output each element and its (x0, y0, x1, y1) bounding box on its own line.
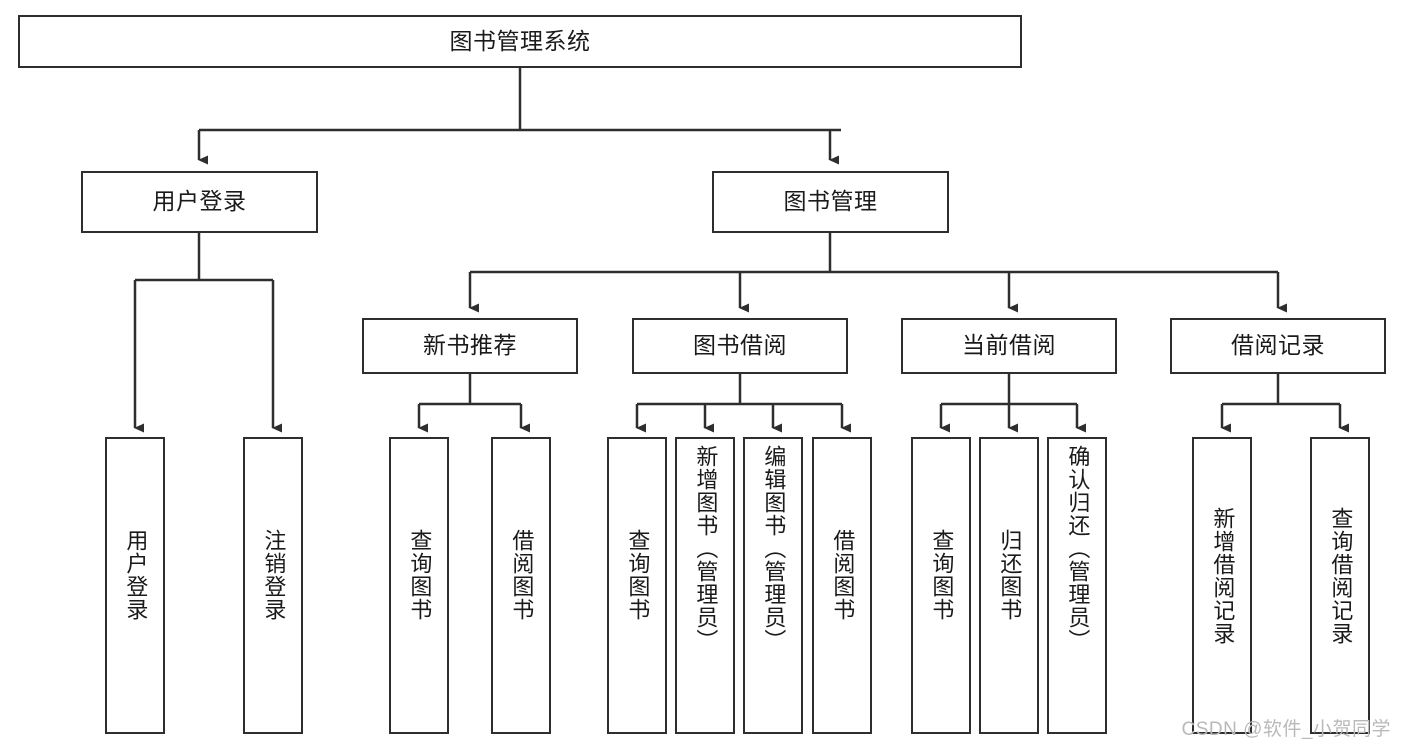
node-borrow-record[interactable]: 借阅记录 (1170, 318, 1386, 374)
node-root[interactable]: 图书管理系统 (18, 15, 1022, 68)
node-book-borrow-label: 图书借阅 (693, 332, 787, 359)
node-book-borrow[interactable]: 图书借阅 (632, 318, 848, 374)
node-leaf-query-book-3-label: 查询图书 (929, 529, 955, 621)
node-new-book-rec[interactable]: 新书推荐 (362, 318, 578, 374)
node-leaf-return-book-label: 归还图书 (997, 529, 1023, 621)
node-leaf-query-book-2[interactable]: 查询图书 (607, 437, 667, 734)
node-current-borrow[interactable]: 当前借阅 (901, 318, 1117, 374)
node-leaf-logout[interactable]: 注销登录 (243, 437, 303, 734)
node-leaf-edit-book[interactable]: 编辑图书（管理员） (743, 437, 803, 734)
node-leaf-borrow-book-1[interactable]: 借阅图书 (491, 437, 551, 734)
node-borrow-record-label: 借阅记录 (1231, 332, 1325, 359)
node-leaf-borrow-book-2[interactable]: 借阅图书 (812, 437, 872, 734)
node-root-label: 图书管理系统 (449, 27, 591, 54)
node-leaf-confirm-return-label: 确认归还（管理员） (1065, 445, 1091, 652)
node-leaf-add-record-label: 新增借阅记录 (1210, 507, 1236, 645)
node-leaf-query-book-1-label: 查询图书 (407, 529, 433, 621)
node-book-manage[interactable]: 图书管理 (712, 171, 949, 233)
node-leaf-borrow-book-1-label: 借阅图书 (509, 529, 535, 621)
node-book-manage-label: 图书管理 (783, 188, 878, 215)
node-leaf-confirm-return[interactable]: 确认归还（管理员） (1047, 437, 1107, 734)
node-leaf-user-login[interactable]: 用户登录 (105, 437, 165, 734)
node-leaf-query-book-3[interactable]: 查询图书 (911, 437, 971, 734)
node-leaf-query-record-label: 查询借阅记录 (1328, 507, 1354, 645)
node-leaf-user-login-label: 用户登录 (123, 529, 149, 621)
node-leaf-add-book-label: 新增图书（管理员） (693, 445, 719, 652)
node-leaf-query-book-1[interactable]: 查询图书 (389, 437, 449, 734)
node-leaf-logout-label: 注销登录 (261, 529, 287, 621)
node-leaf-edit-book-label: 编辑图书（管理员） (761, 445, 787, 652)
node-leaf-borrow-book-2-label: 借阅图书 (830, 529, 856, 621)
node-user-login-label: 用户登录 (152, 188, 247, 215)
node-leaf-add-record[interactable]: 新增借阅记录 (1192, 437, 1252, 734)
watermark: CSDN @软件_小贺同学 (1181, 719, 1391, 740)
node-leaf-return-book[interactable]: 归还图书 (979, 437, 1039, 734)
node-leaf-add-book[interactable]: 新增图书（管理员） (675, 437, 735, 734)
node-leaf-query-record[interactable]: 查询借阅记录 (1310, 437, 1370, 734)
node-new-book-rec-label: 新书推荐 (423, 332, 517, 359)
node-leaf-query-book-2-label: 查询图书 (625, 529, 651, 621)
node-current-borrow-label: 当前借阅 (962, 332, 1056, 359)
node-user-login[interactable]: 用户登录 (81, 171, 318, 233)
